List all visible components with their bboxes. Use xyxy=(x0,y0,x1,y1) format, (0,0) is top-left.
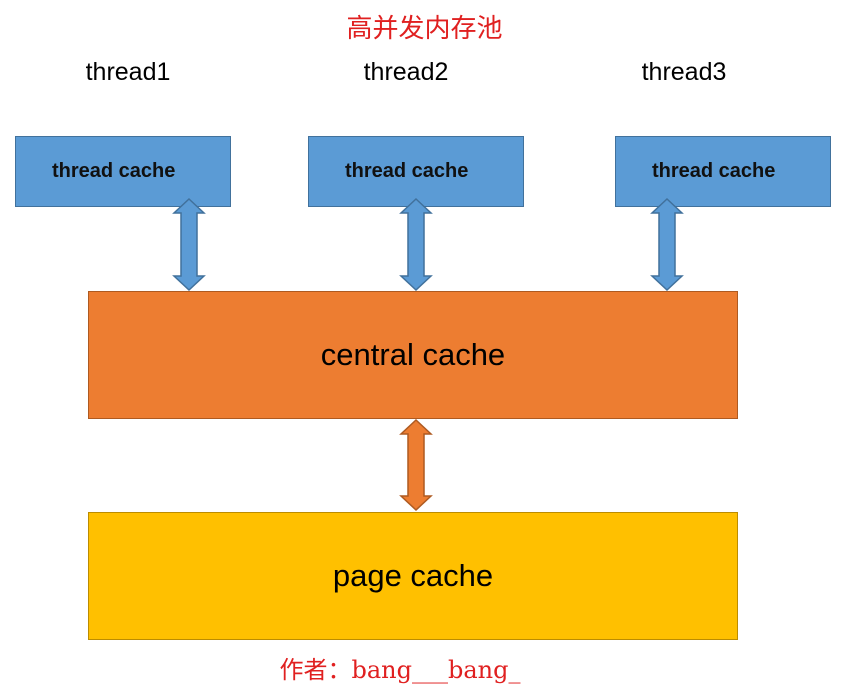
central-cache-label: central cache xyxy=(320,337,506,372)
central-cache-box: central cache xyxy=(88,291,738,419)
thread3-label: thread3 xyxy=(641,58,727,86)
double-arrow-thread3-central xyxy=(650,197,684,292)
page-cache-box: page cache xyxy=(88,512,738,640)
thread2-label: thread2 xyxy=(363,58,449,86)
double-arrow-central-page xyxy=(399,418,433,512)
thread1-label: thread1 xyxy=(85,58,171,86)
thread-cache-box-1: thread cache xyxy=(15,136,231,207)
author-credit: 作者：bang___bang_ xyxy=(279,656,521,684)
thread-cache-label-2: thread cache xyxy=(345,160,469,182)
thread-cache-label-1: thread cache xyxy=(52,160,176,182)
double-arrow-thread1-central xyxy=(172,197,206,292)
double-arrow-thread2-central xyxy=(399,197,433,292)
thread-cache-label-3: thread cache xyxy=(652,160,776,182)
thread-cache-box-3: thread cache xyxy=(615,136,831,207)
diagram-title: 高并发内存池 xyxy=(346,14,503,44)
page-cache-label: page cache xyxy=(332,558,494,593)
